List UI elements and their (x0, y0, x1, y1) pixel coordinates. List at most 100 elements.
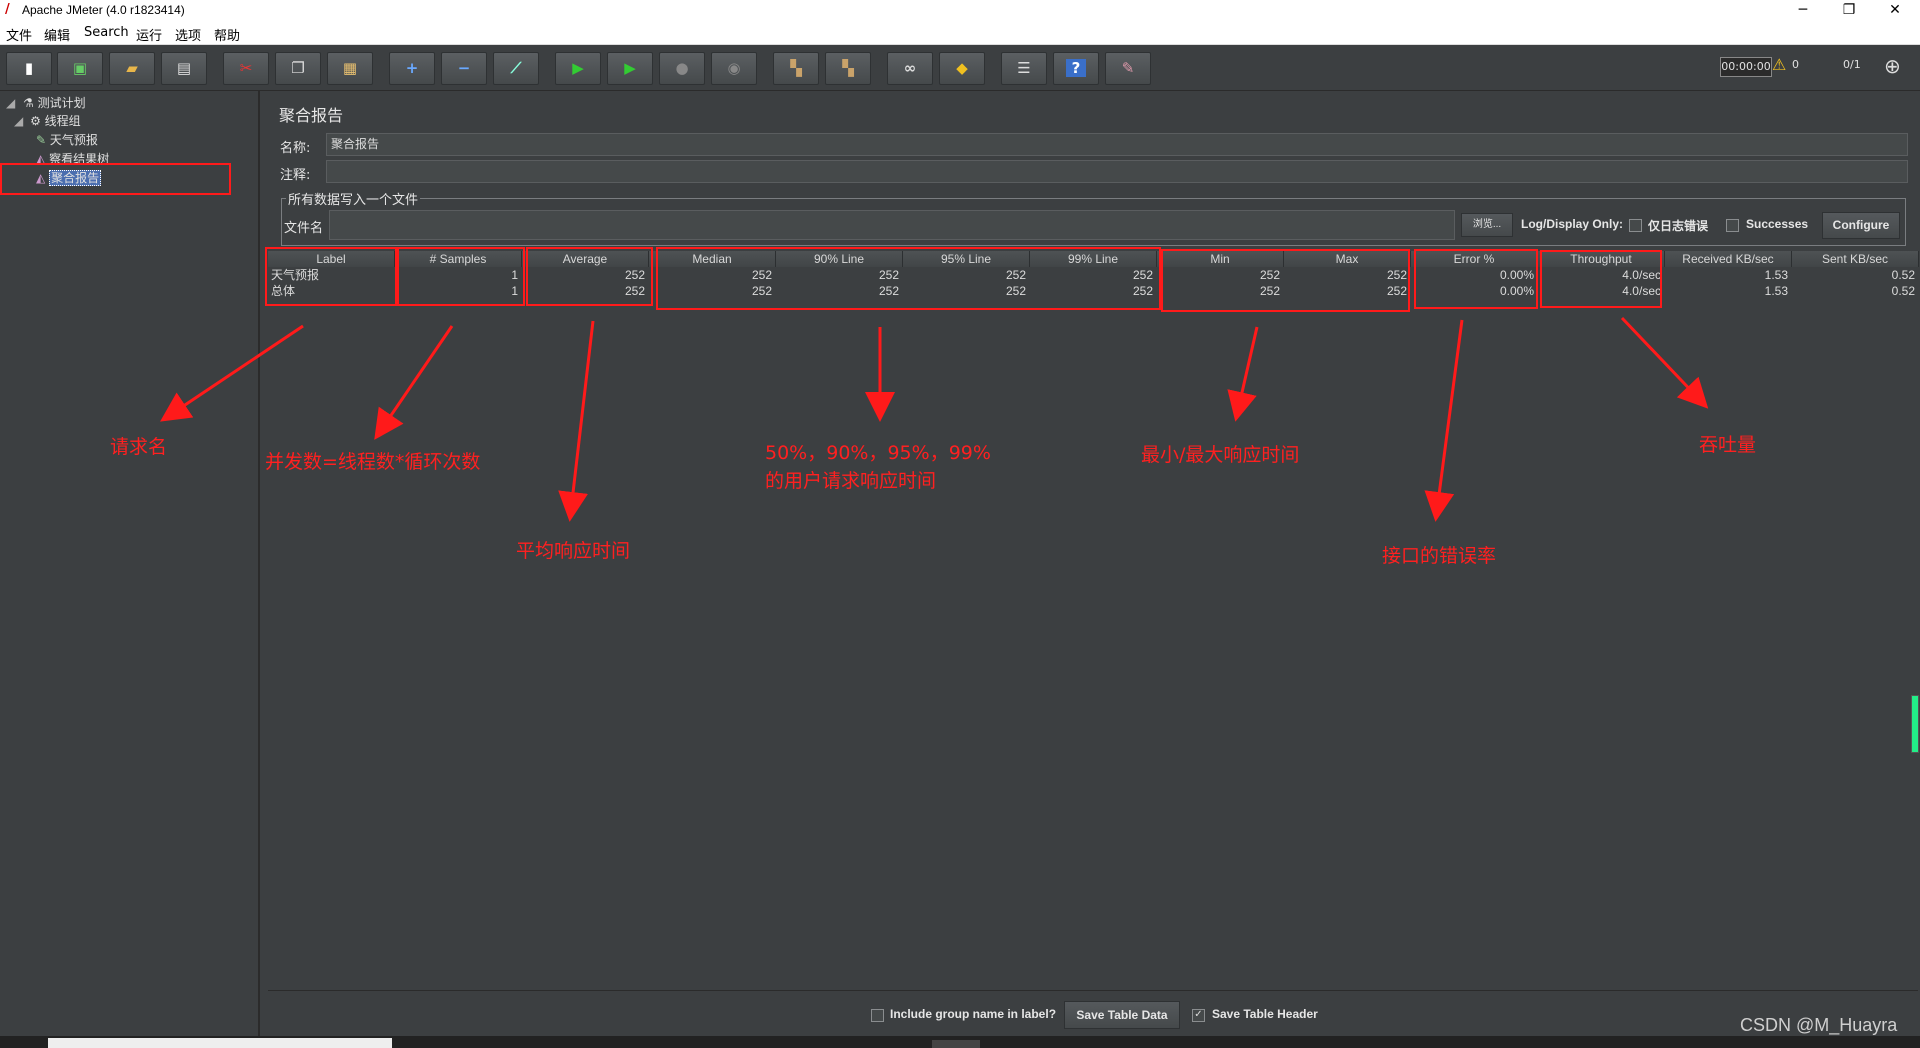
scissors-icon: ✂ (239, 59, 253, 77)
reset-search-button[interactable]: ◆ (939, 52, 985, 85)
menu-edit[interactable]: 编辑 (44, 29, 71, 44)
menu-run[interactable]: 运行 (136, 29, 163, 44)
annotation-label: 请求名 (110, 436, 168, 458)
table-cell[interactable]: 252 (751, 268, 772, 282)
table-cell[interactable]: 0.00% (1499, 268, 1534, 282)
table-cell[interactable]: 252 (1259, 268, 1280, 282)
successes-checkbox[interactable] (1726, 219, 1739, 232)
menu-help[interactable]: 帮助 (214, 29, 241, 44)
menu-file[interactable]: 文件 (6, 29, 33, 44)
close-button[interactable]: ✕ (1889, 2, 1901, 18)
help-button[interactable]: ? (1053, 52, 1099, 85)
remote-status-icon[interactable]: ⊕ (1884, 54, 1901, 78)
clear-all-button[interactable]: ▚ (825, 52, 871, 85)
minimize-button[interactable]: ─ (1798, 2, 1808, 18)
active-threads: 0/1 (1843, 58, 1861, 71)
column-header-samples[interactable]: # Samples (395, 251, 522, 267)
save-icon: ▤ (176, 59, 192, 77)
start-no-pauses-button[interactable]: ▶ (607, 52, 653, 85)
remote-icon: ✎ (1121, 59, 1135, 77)
elapsed-timer: 00:00:00 (1720, 57, 1772, 77)
filename-field[interactable] (329, 210, 1455, 240)
column-header-error[interactable]: Error % (1411, 251, 1538, 267)
include-group-checkbox[interactable] (871, 1009, 884, 1022)
column-header-throughput[interactable]: Throughput (1538, 251, 1665, 267)
browse-button[interactable]: 浏览... (1461, 213, 1513, 237)
stop-button[interactable]: ● (659, 52, 705, 85)
cut-button[interactable]: ✂ (223, 52, 269, 85)
arrow-average (558, 320, 595, 522)
table-cell[interactable]: 252 (1259, 284, 1280, 298)
tree-node-http-request[interactable]: ✎ 天气预报 (36, 131, 98, 148)
table-cell[interactable]: 252 (878, 268, 899, 282)
open-button[interactable]: ▰ (109, 52, 155, 85)
paste-button[interactable]: ▦ (327, 52, 373, 85)
table-cell[interactable]: 0.52 (1891, 268, 1915, 282)
table-cell[interactable]: 252 (1005, 284, 1026, 298)
expand-button[interactable]: + (389, 52, 435, 85)
table-cell[interactable]: 252 (624, 268, 645, 282)
column-header-99-line[interactable]: 99% Line (1030, 251, 1157, 267)
menu-search[interactable]: Search (84, 25, 129, 40)
column-header-95-line[interactable]: 95% Line (903, 251, 1030, 267)
table-cell[interactable]: 0.52 (1891, 284, 1915, 298)
table-cell[interactable]: 0.00% (1499, 284, 1534, 298)
table-cell[interactable]: 252 (1005, 268, 1026, 282)
collapse-toggle-icon[interactable]: ◢ (14, 114, 24, 128)
table-cell[interactable]: 252 (1386, 284, 1407, 298)
name-field[interactable]: 聚合报告 (326, 133, 1908, 156)
table-cell[interactable]: 252 (624, 284, 645, 298)
collapse-toggle-icon[interactable]: ◢ (6, 96, 16, 110)
table-cell[interactable]: 252 (1132, 284, 1153, 298)
table-cell[interactable]: 4.0/sec (1622, 284, 1661, 298)
maximize-button[interactable]: ❐ (1842, 2, 1856, 18)
new-button[interactable]: ▮ (6, 52, 52, 85)
column-header-sent[interactable]: Sent KB/sec (1792, 251, 1919, 267)
annotation-percentiles-line2: 的用户请求响应时间 (765, 470, 937, 492)
templates-button[interactable]: ▣ (57, 52, 103, 85)
tree-node-test-plan[interactable]: ◢ ⚗ 测试计划 (6, 94, 86, 111)
warning-icon[interactable]: ⚠ (1772, 55, 1787, 74)
toggle-button[interactable]: ⟋ (493, 52, 539, 85)
comment-field[interactable] (326, 160, 1908, 183)
copy-button[interactable]: ❐ (275, 52, 321, 85)
remote-button[interactable]: ✎ (1105, 52, 1151, 85)
table-cell[interactable]: 1.53 (1764, 284, 1788, 298)
collapse-button[interactable]: − (441, 52, 487, 85)
column-header-max[interactable]: Max (1284, 251, 1411, 267)
table-cell[interactable]: 1 (511, 268, 518, 282)
filename-label: 文件名 (284, 221, 324, 236)
table-cell[interactable]: 4.0/sec (1622, 268, 1661, 282)
tree-node-aggregate-report[interactable]: ◭ 聚合报告 (36, 169, 102, 186)
save-button[interactable]: ▤ (161, 52, 207, 85)
clear-button[interactable]: ▚ (773, 52, 819, 85)
table-cell[interactable]: 252 (751, 284, 772, 298)
column-header-min[interactable]: Min (1157, 251, 1284, 267)
shutdown-button[interactable]: ◉ (711, 52, 757, 85)
column-header-received[interactable]: Received KB/sec (1665, 251, 1792, 267)
start-button[interactable]: ▶ (555, 52, 601, 85)
column-header-90-line[interactable]: 90% Line (776, 251, 903, 267)
tree-node-view-results-tree[interactable]: ◭ 察看结果树 (36, 150, 109, 167)
menu-options[interactable]: 选项 (175, 29, 202, 44)
table-cell[interactable]: 252 (878, 284, 899, 298)
table-cell[interactable]: 1.53 (1764, 268, 1788, 282)
table-cell[interactable]: 总体 (271, 284, 296, 298)
column-header-median[interactable]: Median (649, 251, 776, 267)
table-cell[interactable]: 252 (1132, 268, 1153, 282)
configure-button[interactable]: Configure (1822, 212, 1900, 239)
taskbar-item[interactable] (48, 1038, 392, 1048)
column-header-label[interactable]: Label (268, 251, 395, 267)
chart-icon: ◭ (36, 171, 46, 185)
table-cell[interactable]: 252 (1386, 268, 1407, 282)
errors-only-checkbox[interactable] (1629, 219, 1642, 232)
taskbar-item[interactable] (932, 1040, 980, 1048)
column-header-average[interactable]: Average (522, 251, 649, 267)
save-table-data-button[interactable]: Save Table Data (1064, 1001, 1180, 1029)
table-cell[interactable]: 1 (511, 284, 518, 298)
table-cell[interactable]: 天气预报 (271, 268, 320, 282)
tree-node-thread-group[interactable]: ◢ ⚙ 线程组 (14, 112, 81, 129)
function-helper-button[interactable]: ☰ (1001, 52, 1047, 85)
search-button[interactable]: ∞ (887, 52, 933, 85)
save-table-header-checkbox[interactable]: ✓ (1192, 1009, 1205, 1022)
